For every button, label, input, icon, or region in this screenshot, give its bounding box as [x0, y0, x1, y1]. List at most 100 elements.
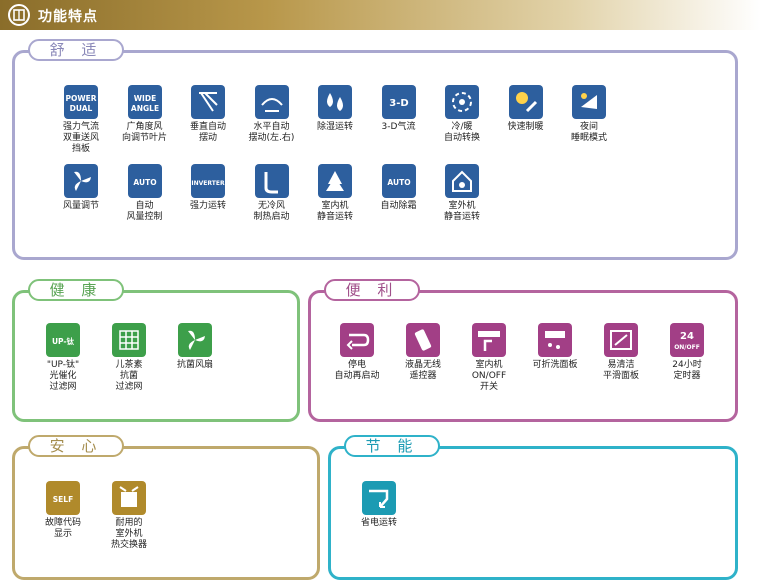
- feature-label: 室内机 ON/OFF 开关: [471, 360, 507, 392]
- health-panel: UP-钛 "UP-钛" 光催化 过滤网儿茶素 抗菌 过滤网抗菌风扇: [12, 290, 300, 422]
- comfort-feature-item: 无冷风 制热启动: [242, 164, 302, 223]
- comfort-feature-item: 冷/暖 自动转换: [432, 85, 492, 144]
- feature-label: "UP-钛" 光催化 过滤网: [46, 360, 80, 392]
- health-feature-item: 儿茶素 抗菌 过滤网: [99, 323, 159, 393]
- feature-label: 故障代码 显示: [44, 518, 81, 539]
- svg-text:DUAL: DUAL: [70, 104, 93, 113]
- svg-text:3-D: 3-D: [389, 98, 408, 109]
- page-header: 功能特点: [0, 0, 761, 30]
- safety-panel: SELF 故障代码 显示 耐用的 室外机 热交换器: [12, 446, 320, 580]
- comfort-feature-item: 3-D 3-D气流: [369, 85, 429, 133]
- feature-label: 强力气流 双重送风 挡板: [62, 122, 99, 154]
- feature-logo-icon: [8, 4, 30, 26]
- comfort-feature-item: 室外机 静音运转: [432, 164, 492, 223]
- feature-label: 除湿运转: [316, 122, 353, 132]
- feature-label: 抗菌风扇: [176, 360, 213, 370]
- svg-text:AUTO: AUTO: [387, 178, 410, 187]
- convenience-feature-item: 易清洁 平滑面板: [591, 323, 651, 382]
- dehumidify-icon: [318, 85, 352, 119]
- energy-section-title: 节 能: [344, 435, 440, 457]
- feature-label: 自动除霜: [380, 201, 417, 211]
- feature-label: 3-D气流: [381, 122, 416, 132]
- feature-label: 自动 风量控制: [126, 201, 163, 222]
- comfort-feature-item: 垂直自动 摆动: [178, 85, 238, 144]
- feature-label: 风量调节: [62, 201, 99, 211]
- energy-feature-item: 省电运转: [349, 481, 409, 529]
- comfort-feature-item: AUTO 自动 风量控制: [115, 164, 175, 223]
- catechin-filter-icon: [112, 323, 146, 357]
- feature-label: 液晶无线 遥控器: [404, 360, 441, 381]
- auto-restart-icon: [340, 323, 374, 357]
- comfort-feature-item: 快速制暖: [496, 85, 556, 133]
- feature-label: 24小时 定时器: [672, 360, 702, 381]
- feature-label: 耐用的 室外机 热交换器: [110, 518, 147, 550]
- health-section-title: 健 康: [28, 279, 124, 301]
- horizontal-swing-icon: [254, 85, 289, 119]
- remote-control-icon: [406, 323, 440, 357]
- fan-speed-icon: [64, 164, 98, 198]
- health-feature-item: UP-钛 "UP-钛" 光催化 过滤网: [33, 323, 93, 393]
- antibacterial-fan-icon: [178, 323, 212, 357]
- svg-text:INVERTER: INVERTER: [191, 180, 225, 187]
- airflow-3d-icon: 3-D: [381, 85, 416, 119]
- convenience-section-title: 便 利: [324, 279, 420, 301]
- durable-heat-exchanger-icon: [112, 481, 146, 515]
- self-diagnosis-icon: SELF: [46, 481, 80, 515]
- cool-heat-switch-icon: [445, 85, 479, 119]
- power-saving-icon: [362, 481, 396, 515]
- comfort-feature-item: 室内机 静音运转: [305, 164, 365, 223]
- feature-label: 室外机 静音运转: [443, 201, 480, 222]
- comfort-feature-item: INVERTER 强力运转: [178, 164, 238, 212]
- photocatalytic-filter-icon: UP-钛: [46, 323, 80, 357]
- energy-panel: 省电运转: [328, 446, 738, 580]
- hot-start-icon: [254, 164, 289, 198]
- svg-text:POWER: POWER: [65, 94, 96, 103]
- washable-panel-icon: [538, 323, 572, 357]
- fast-heating-icon: [508, 85, 543, 119]
- feature-label: 易清洁 平滑面板: [602, 360, 639, 381]
- svg-text:SELF: SELF: [53, 495, 73, 504]
- vertical-swing-icon: [191, 85, 225, 119]
- comfort-feature-item: 风量调节: [51, 164, 111, 212]
- safety-feature-item: 耐用的 室外机 热交换器: [99, 481, 159, 551]
- convenience-panel: 停电 自动再启动液晶无线 遥控器 室内机 ON/OFF 开关 可折洗面板 易清洁 平滑…: [308, 290, 738, 422]
- page-title: 功能特点: [38, 9, 98, 25]
- safety-section-title: 安 心: [28, 435, 124, 457]
- svg-text:ON/OFF: ON/OFF: [674, 344, 700, 351]
- easy-clean-panel-icon: [604, 323, 638, 357]
- safety-feature-item: SELF 故障代码 显示: [33, 481, 93, 540]
- feature-label: 无冷风 制热启动: [253, 201, 290, 222]
- indoor-quiet-icon: [318, 164, 352, 198]
- convenience-feature-item: 室内机 ON/OFF 开关: [459, 323, 519, 393]
- feature-label: 强力运转: [189, 201, 226, 211]
- feature-label: 垂直自动 摆动: [189, 122, 226, 143]
- comfort-feature-item: AUTO 自动除霜: [369, 164, 429, 212]
- convenience-feature-item: 停电 自动再启动: [327, 323, 387, 382]
- comfort-feature-item: 除湿运转: [305, 85, 365, 133]
- feature-label: 快速制暖: [507, 122, 544, 132]
- feature-label: 冷/暖 自动转换: [443, 122, 480, 143]
- outdoor-quiet-icon: [445, 164, 479, 198]
- svg-text:24: 24: [680, 331, 694, 342]
- svg-text:WIDE: WIDE: [133, 94, 155, 103]
- comfort-section-title: 舒 适: [28, 39, 124, 61]
- feature-label: 水平自动 摆动(左.右): [248, 122, 295, 143]
- auto-defrost-icon: AUTO: [381, 164, 416, 198]
- onoff-switch-icon: [472, 323, 506, 357]
- convenience-feature-item: 液晶无线 遥控器: [393, 323, 453, 382]
- powerful-mode-icon: INVERTER: [191, 164, 225, 198]
- feature-label: 室内机 静音运转: [316, 201, 353, 222]
- feature-label: 可折洗面板: [532, 360, 578, 370]
- svg-text:UP-钛: UP-钛: [52, 336, 75, 346]
- health-feature-item: 抗菌风扇: [165, 323, 225, 371]
- feature-label: 夜间 睡眠模式: [570, 122, 607, 143]
- auto-fan-icon: AUTO: [127, 164, 162, 198]
- comfort-feature-item: 夜间 睡眠模式: [559, 85, 619, 144]
- svg-text:AUTO: AUTO: [133, 178, 156, 187]
